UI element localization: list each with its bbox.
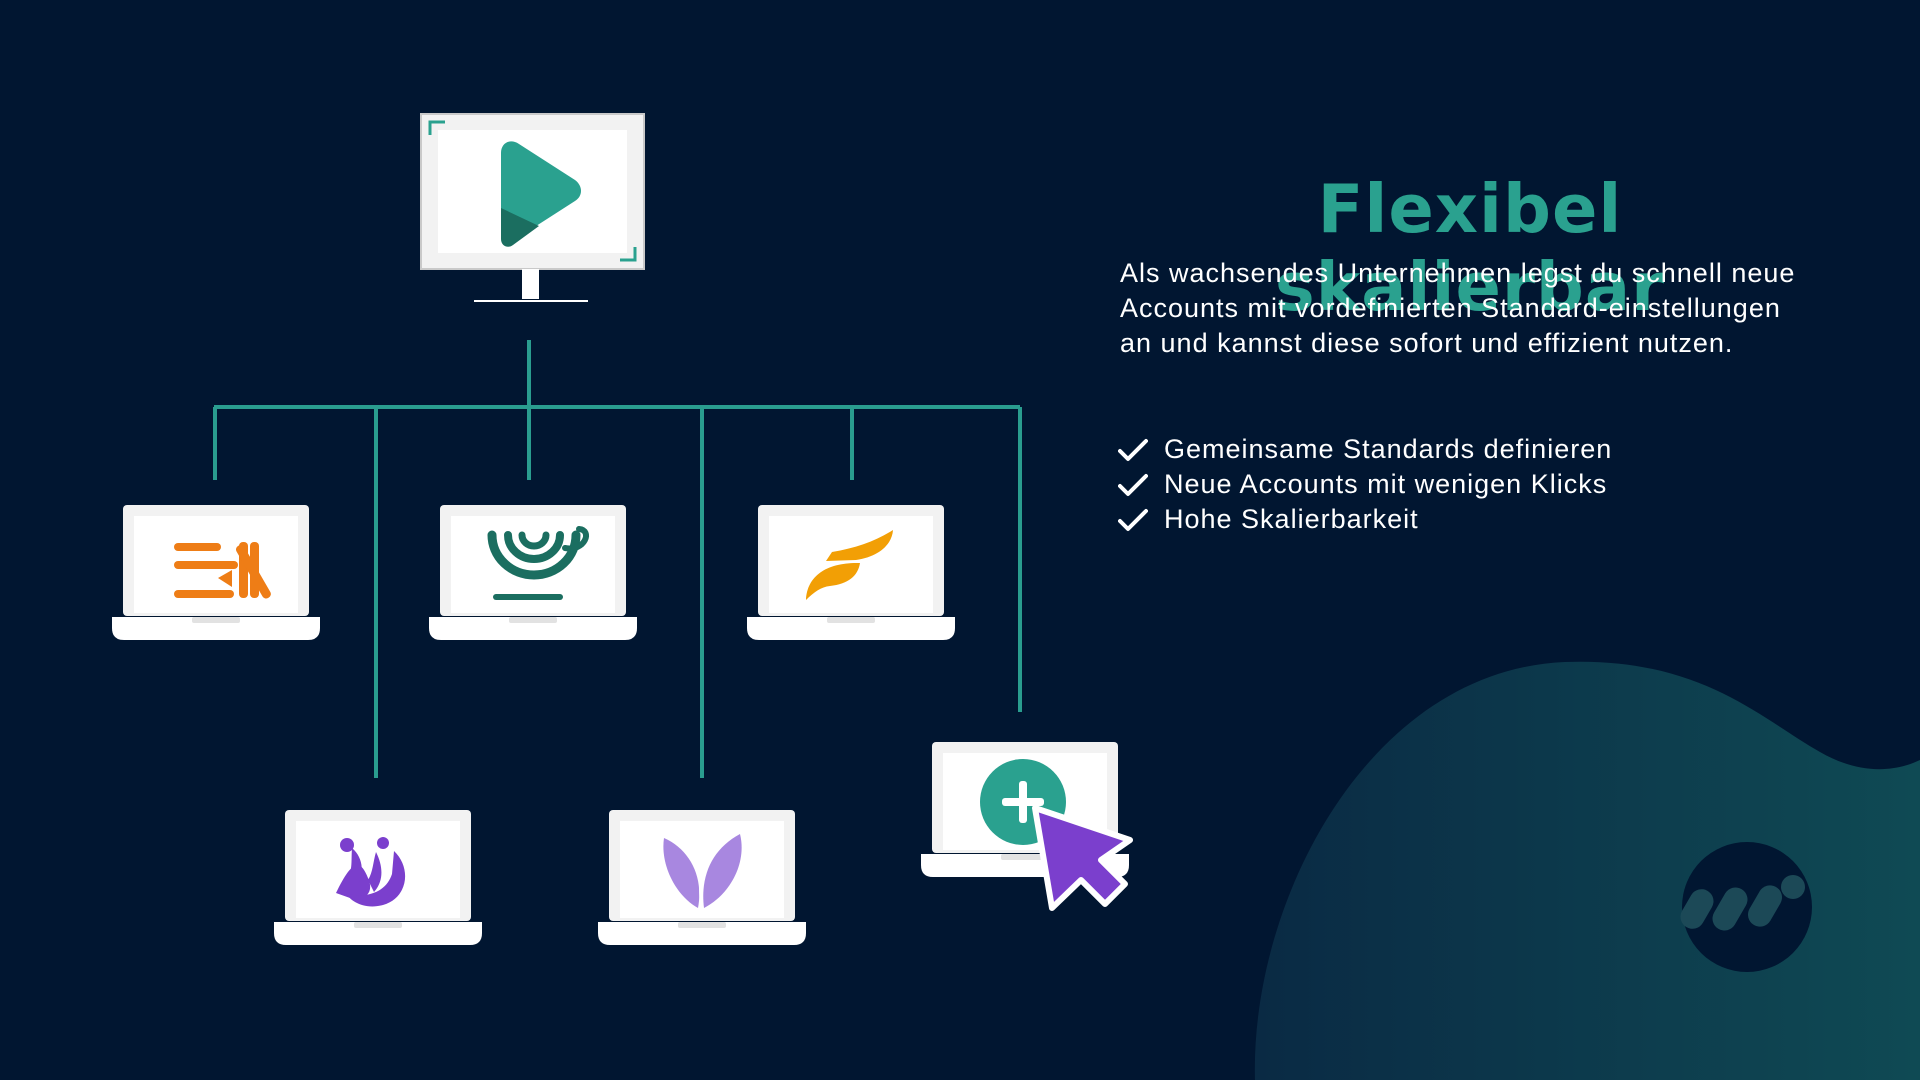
check-icon xyxy=(1118,508,1148,531)
check-icon xyxy=(1118,473,1148,496)
laptop-account-5 xyxy=(598,810,806,945)
background-blob xyxy=(1254,661,1920,1080)
checklist-item: Hohe Skalierbarkeit xyxy=(1118,502,1798,537)
en-logo-icon xyxy=(174,542,271,599)
laptop-account-1 xyxy=(112,505,320,640)
checklist-item-label: Hohe Skalierbarkeit xyxy=(1164,504,1419,534)
brand-badge-icon xyxy=(1680,842,1812,972)
leaf-logo-icon xyxy=(663,834,742,908)
headline: Flexibel skalierbar xyxy=(1274,170,1666,326)
checklist-item: Neue Accounts mit wenigen Klicks xyxy=(1118,467,1798,502)
description-text: Als wachsendes Unternehmen legst du schn… xyxy=(1120,258,1796,358)
people-logo-icon xyxy=(336,837,406,907)
checklist-item-label: Gemeinsame Standards definieren xyxy=(1164,434,1613,464)
laptop-account-3 xyxy=(747,505,955,640)
check-icon xyxy=(1118,438,1148,461)
coffee-cup-logo-icon xyxy=(487,526,589,600)
cursor-arrow-icon xyxy=(1032,805,1133,911)
connector-tree xyxy=(213,340,1022,778)
f-logo-icon xyxy=(806,530,893,600)
feature-checklist: Gemeinsame Standards definieren Neue Acc… xyxy=(1118,432,1798,537)
play-logo-icon xyxy=(501,141,581,247)
checklist-item-label: Neue Accounts mit wenigen Klicks xyxy=(1164,469,1608,499)
checklist-item: Gemeinsame Standards definieren xyxy=(1118,432,1798,467)
root-monitor xyxy=(420,113,645,302)
